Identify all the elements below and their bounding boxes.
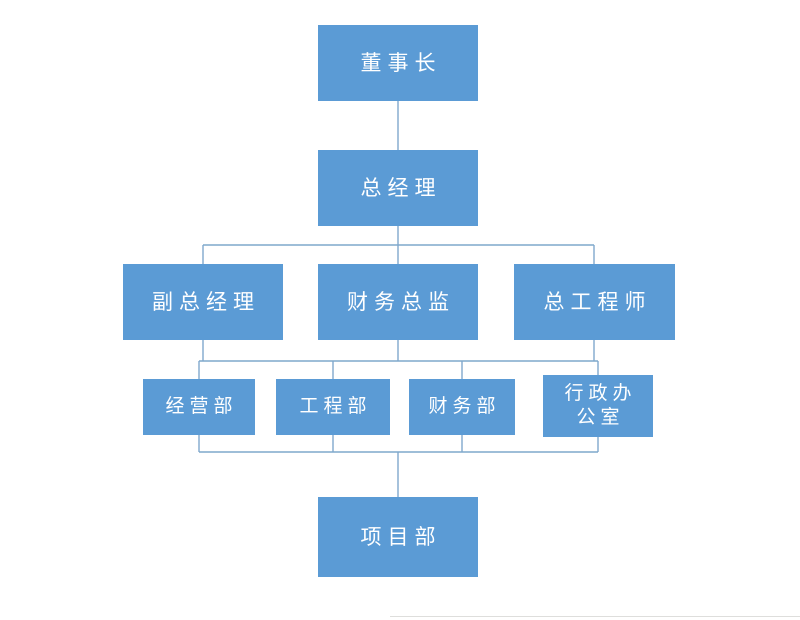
node-chief-engineer: 总工程师	[514, 264, 675, 340]
node-engineering-dept: 工程部	[276, 379, 390, 435]
node-project-dept: 项目部	[318, 497, 478, 577]
page-bottom-border	[390, 616, 800, 617]
node-business-dept: 经营部	[143, 379, 255, 435]
connector-group	[198, 101, 599, 497]
node-finance-dept: 财务部	[409, 379, 515, 435]
node-admin-office: 行政办 公室	[543, 375, 653, 437]
node-chairman-label: 董事长	[360, 50, 442, 75]
node-engineering-dept-label: 工程部	[299, 395, 372, 418]
node-chairman: 董事长	[318, 25, 478, 101]
node-deputy-general-manager: 副总经理	[123, 264, 283, 340]
node-business-dept-label: 经营部	[165, 395, 238, 418]
node-admin-office-label-line1: 行政办	[564, 382, 637, 405]
node-general-manager: 总经理	[318, 150, 478, 226]
node-finance-director-label: 财务总监	[347, 289, 455, 314]
node-project-dept-label: 项目部	[360, 524, 442, 549]
node-general-manager-label: 总经理	[360, 175, 442, 200]
node-admin-office-label-line2: 公室	[576, 406, 625, 428]
node-finance-dept-label: 财务部	[428, 395, 501, 418]
node-chief-engineer-label: 总工程师	[543, 289, 652, 314]
node-finance-director: 财务总监	[318, 264, 478, 340]
node-deputy-general-manager-label: 副总经理	[152, 289, 260, 314]
